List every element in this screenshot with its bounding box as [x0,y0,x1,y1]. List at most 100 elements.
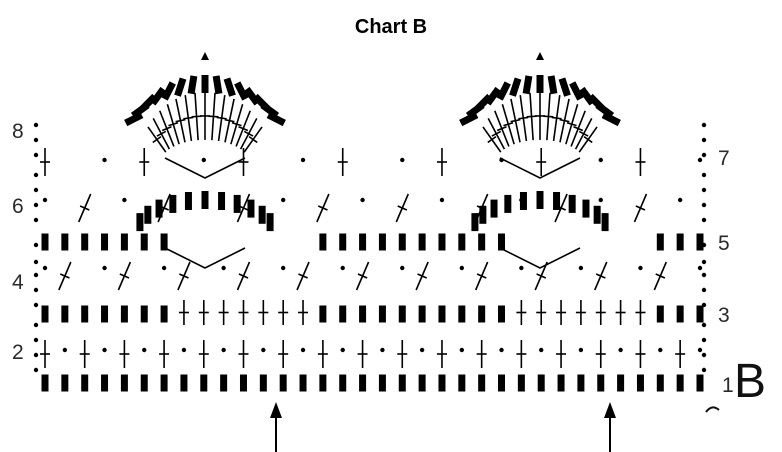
block-stitch [279,374,287,392]
block-stitch [233,194,241,213]
chain-dot [33,287,39,293]
double-crochet-symbol [357,340,368,368]
chain-dot [33,172,39,178]
chain-dot [701,122,707,128]
double-crochet-symbol [595,300,606,325]
double-crochet-symbol [316,193,330,223]
chain-dot [340,265,345,271]
chain-dot [33,202,39,208]
block-stitch [359,374,367,392]
double-crochet-symbol [494,110,510,147]
chain-arc [164,247,246,269]
block-stitch [140,374,148,392]
double-crochet-symbol [58,261,72,291]
chain-dot [419,347,425,353]
double-crochet-symbol [178,300,189,325]
block-stitch [169,194,177,213]
block-stitch [676,305,684,323]
chain-dot [102,347,107,353]
block-stitch [234,81,249,101]
block-stitch [220,374,228,392]
block-stitch [218,191,226,210]
block-stitch [212,75,223,95]
block-stitch [398,305,406,323]
chain-dot [33,137,39,143]
chain-dot [499,347,504,353]
double-crochet-symbol [218,300,229,325]
block-stitch [568,194,576,213]
block-stitch [41,374,49,392]
chain-dot [33,367,39,373]
block-stitch [140,233,148,251]
double-crochet-symbol [166,103,180,145]
chain-arc [164,157,246,179]
block-stitch [601,213,609,232]
block-stitch [155,199,163,218]
row-label-5: 5 [718,232,730,255]
block-stitch [120,233,128,251]
double-crochet-symbol [77,193,92,223]
double-crochet-symbol [675,340,686,368]
block-stitch [319,305,327,323]
chain-dot [701,337,707,343]
block-stitch [597,374,605,392]
double-crochet-symbol [501,103,515,145]
double-crochet-symbol [615,300,626,325]
block-stitch [200,374,208,392]
row-label-4: 4 [12,271,24,294]
block-stitch [557,374,565,392]
double-crochet-symbol [238,340,249,368]
chain-arc [499,157,581,179]
double-crochet-symbol [436,340,447,368]
block-stitch [696,233,704,251]
double-crochet-symbol [278,340,289,368]
chain-dot [618,347,623,353]
block-stitch [61,374,69,392]
block-stitch [201,75,209,93]
double-crochet-symbol [536,300,547,325]
repeat-arrow-right [604,402,616,452]
block-stitch [519,191,527,210]
block-stitch [498,305,506,323]
block-stitch [418,233,426,251]
block-stitch [81,374,89,392]
double-crochet-symbol [476,340,487,368]
chain-dot [701,152,707,158]
picot-triangle [536,52,544,60]
block-stitch [593,205,601,224]
block-stitch [478,233,486,251]
chain-dot [701,217,707,223]
double-crochet-symbol [175,98,186,143]
chain-dot [42,265,48,271]
double-crochet-symbol [487,118,506,150]
block-stitch [471,213,479,232]
double-crochet-symbol [534,261,548,291]
row-label-8: 8 [12,120,24,143]
block-stitch [140,305,148,323]
block-stitch [259,374,267,392]
block-stitch [504,194,512,213]
double-crochet-symbol [208,92,219,141]
chain-dot [142,347,147,353]
chain-dot [701,287,707,293]
chain-dot [380,347,385,353]
chart-title: Chart B [354,16,428,38]
block-stitch [676,233,684,251]
double-crochet-symbol [565,103,579,145]
block-stitch [258,205,266,224]
double-crochet-symbol [536,148,547,176]
double-crochet-symbol [578,126,598,153]
double-crochet-symbol [177,261,191,291]
block-stitch [582,199,590,218]
chain-dot [400,265,405,271]
double-crochet-symbol [633,193,648,223]
chain-dot [33,242,39,248]
chain-dot [201,157,206,163]
block-stitch [378,374,386,392]
chain-dot [701,302,707,308]
block-stitch [319,233,327,251]
chain-dot [701,259,707,265]
double-crochet-symbol [230,103,244,145]
double-crochet-symbol [635,300,646,325]
chain-dot [701,137,707,143]
